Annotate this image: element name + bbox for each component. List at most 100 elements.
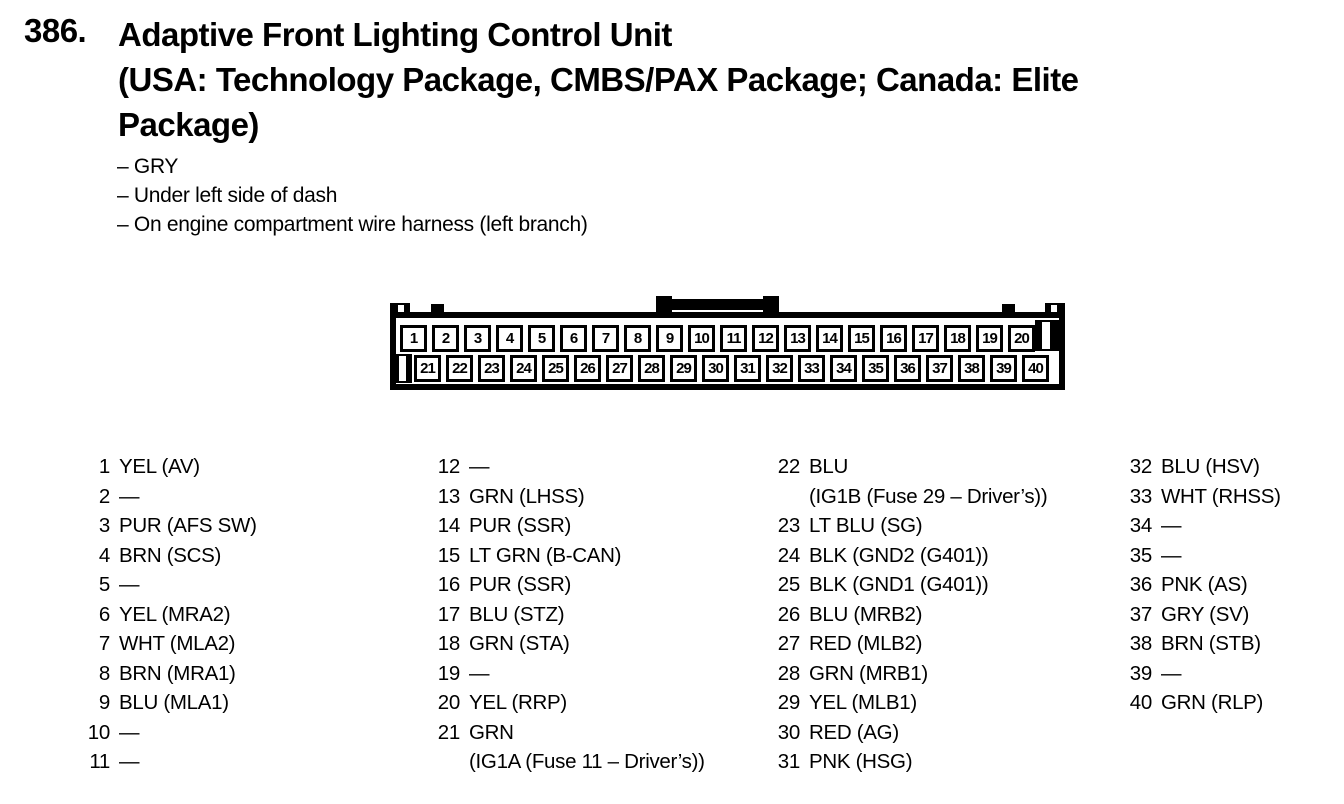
pin-wire-desc-continuation: (IG1A (Fuse 11 – Driver’s)): [469, 750, 705, 773]
pin-number: 9: [98, 691, 110, 714]
pin-entry-10: 10 —: [78, 718, 257, 748]
note-color: – GRY: [117, 155, 179, 178]
connector-pin-40: 40: [1022, 355, 1049, 382]
pin-wire-desc: YEL (MLB1): [809, 691, 917, 714]
pin-wire-desc: GRN: [469, 720, 514, 744]
connector-pin-24: 24: [510, 355, 537, 382]
pin-number: 2: [98, 484, 110, 508]
pin-entry-25: 25 BLK (GND1 (G401)): [768, 570, 1047, 600]
pin-wire-desc: BRN (MRA1): [119, 661, 236, 685]
pin-number: 22: [777, 455, 801, 478]
connector-pin-39: 39: [990, 355, 1017, 382]
pin-number: 20: [437, 691, 461, 714]
pin-wire-desc-continuation: (IG1B (Fuse 29 – Driver’s)): [809, 484, 1048, 508]
connector-pin-1: 1: [400, 325, 427, 352]
pin-wire-desc: —: [469, 455, 490, 478]
pin-entry-19: 19—: [428, 659, 705, 689]
pin-number: 28: [777, 661, 801, 685]
pin-number: 18: [437, 632, 461, 655]
pin-wire-desc: —: [1161, 543, 1182, 567]
pin-wire-desc: PUR (SSR): [469, 573, 572, 596]
pin-wire-desc: RED (MLB2): [809, 632, 923, 655]
pin-entry-8: 8 BRN (MRA1): [78, 659, 257, 689]
connector-slot-bottom-left: [399, 356, 406, 381]
pin-number: 35: [1129, 543, 1153, 567]
pin-column-3: 22 BLU (IG1B (Fuse 29 – Driver’s)) 23 LT BLU…: [768, 452, 1048, 777]
pin-entry-23: 23 LT BLU (SG): [768, 511, 1047, 541]
connector-pin-22: 22: [446, 355, 473, 382]
pin-number: 25: [777, 573, 801, 596]
connector-pin-8: 8: [624, 325, 651, 352]
pin-entry-22: 22 BLU: [768, 452, 1047, 482]
title-line-1: Adaptive Front Lighting Control Unit: [118, 16, 672, 53]
pin-wire-desc: BLU (MLA1): [119, 691, 229, 714]
pin-wire-desc: GRN (LHSS): [469, 484, 585, 508]
pin-wire-desc: YEL (AV): [119, 455, 200, 478]
pin-wire-desc: LT BLU (SG): [809, 514, 923, 537]
pin-number: 8: [98, 661, 110, 685]
connector-pin-19: 19: [976, 325, 1003, 352]
pin-number: 10: [87, 720, 111, 744]
pin-number: 1: [98, 455, 110, 478]
pin-number: 6: [98, 602, 110, 626]
pin-number: 38: [1129, 632, 1153, 655]
connector-pin-34: 34: [830, 355, 857, 382]
pin-number: 7: [98, 632, 110, 655]
pin-wire-desc: —: [469, 661, 490, 685]
pin-wire-desc: BLK (GND1 (G401)): [809, 573, 989, 596]
connector-notes: – GRY – Under left side of dash – On eng…: [117, 152, 588, 239]
connector-pin-18: 18: [944, 325, 971, 352]
connector-pin-37: 37: [926, 355, 953, 382]
pin-wire-desc: PUR (AFS SW): [119, 514, 257, 537]
pin-number: 32: [1129, 455, 1153, 478]
pin-wire-desc: GRN (STA): [469, 632, 570, 655]
pin-wire-desc: BLU: [809, 455, 848, 478]
pin-number: 26: [777, 602, 801, 626]
connector-pin-17: 17: [912, 325, 939, 352]
pin-wire-desc: PNK (AS): [1161, 573, 1248, 596]
connector-pin-26: 26: [574, 355, 601, 382]
pin-number: 24: [777, 543, 801, 567]
connector-pin-38: 38: [958, 355, 985, 382]
pin-wire-desc: BLU (MRB2): [809, 602, 923, 626]
section-number: 386.: [24, 12, 87, 49]
pin-wire-desc: GRY (SV): [1161, 602, 1249, 626]
note-location: – Under left side of dash: [117, 184, 338, 207]
pin-entry-12: 12 —: [428, 452, 705, 482]
connector-pin-27: 27: [606, 355, 633, 382]
pin-entry-26: 26 BLU (MRB2): [768, 600, 1047, 630]
pin-wire-desc: WHT (RHSS): [1161, 484, 1281, 508]
connector-pin-15: 15: [848, 325, 875, 352]
connector-pin-33: 33: [798, 355, 825, 382]
connector-pin-25: 25: [542, 355, 569, 382]
pin-number: 23: [777, 514, 801, 537]
connector-pin-7: 7: [592, 325, 619, 352]
pin-number: 5: [98, 573, 110, 596]
connector-tab-right: [1002, 304, 1015, 314]
title-line-3: Package): [118, 106, 259, 143]
pin-number: 12: [437, 455, 461, 478]
connector-pin-29: 29: [670, 355, 697, 382]
pin-wire-desc: BLU (STZ): [469, 602, 565, 626]
connector-pin-35: 35: [862, 355, 889, 382]
pin-wire-desc: YEL (RRP): [469, 691, 567, 714]
pin-wire-desc: —: [119, 720, 140, 744]
pin-entry-18: 18 GRN (STA): [428, 629, 705, 659]
